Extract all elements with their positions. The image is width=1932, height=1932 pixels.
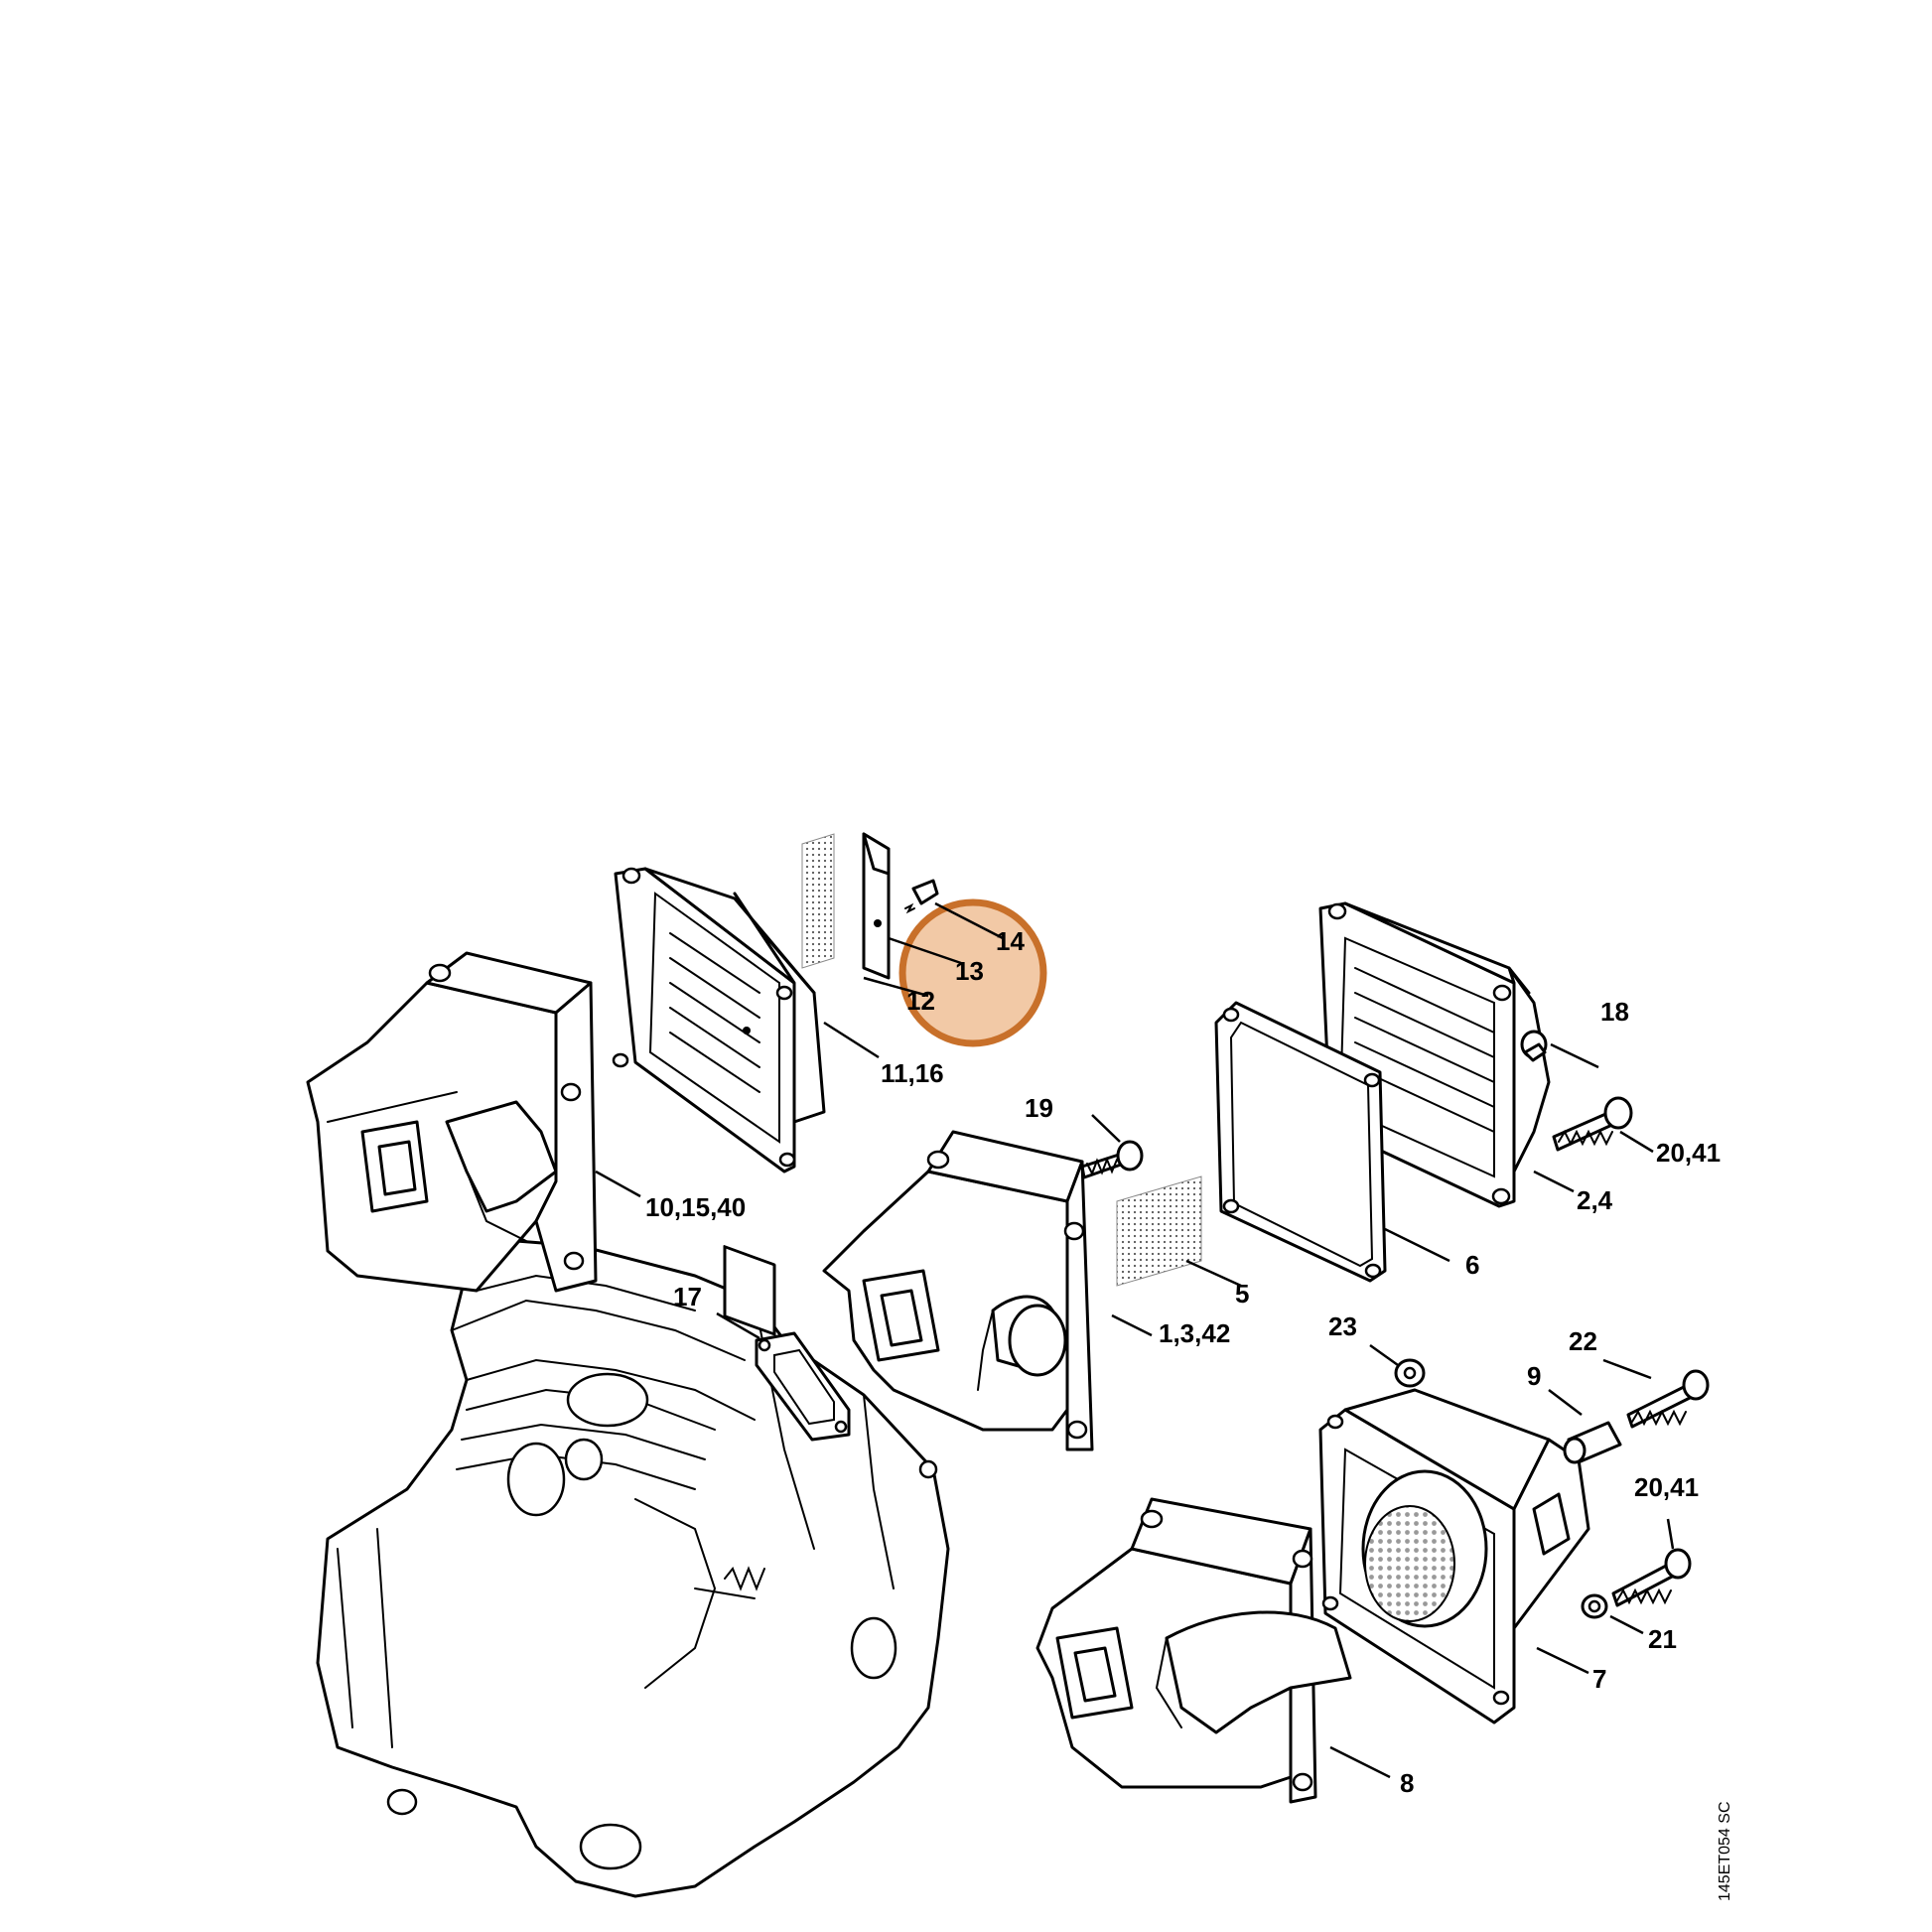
leader-20-41-b <box>1666 1518 1675 1550</box>
screw-19 <box>1080 1140 1144 1179</box>
callout-labels: 14 13 12 11,16 10,15,40 19 18 20,41 2,4 … <box>645 926 1721 1798</box>
screw-14 <box>904 879 939 914</box>
callout-20-41-a: 20,41 <box>1656 1138 1721 1168</box>
leader-5 <box>1185 1259 1242 1288</box>
callout-2-4: 2,4 <box>1577 1185 1613 1215</box>
callout-7: 7 <box>1592 1664 1606 1694</box>
gasket-6 <box>1214 1001 1387 1283</box>
spark-arrestor-screen-13 <box>801 833 835 969</box>
callout-12: 12 <box>906 986 935 1016</box>
muffler-housing-10-15-40 <box>306 951 598 1293</box>
cover-plate-11-16 <box>612 867 826 1336</box>
callout-14: 14 <box>996 926 1025 956</box>
spacer-9 <box>1563 1421 1622 1464</box>
callout-6: 6 <box>1465 1250 1479 1280</box>
leader-9 <box>1548 1389 1583 1416</box>
callout-22: 22 <box>1569 1326 1597 1356</box>
bolt-20-41-top <box>1552 1096 1633 1152</box>
baffle-12 <box>862 832 891 980</box>
callout-17: 17 <box>673 1282 702 1311</box>
catalog-code: 145ET054 SC <box>1717 1801 1733 1901</box>
callout-10-15-40: 10,15,40 <box>645 1192 746 1222</box>
highlight-circle <box>898 898 1047 1047</box>
callout-5: 5 <box>1235 1279 1249 1309</box>
leader-12 <box>863 976 929 998</box>
leader-1-3-42 <box>1111 1313 1153 1337</box>
leader-20-41-a <box>1619 1130 1654 1154</box>
leader-lines <box>595 901 1675 1779</box>
callout-9: 9 <box>1527 1361 1541 1391</box>
leader-10-15-40 <box>595 1170 641 1198</box>
screen-5 <box>1116 1175 1202 1287</box>
leader-22 <box>1602 1358 1652 1380</box>
washer-21 <box>1581 1593 1608 1619</box>
catalyst-housing-7 <box>1318 1388 1590 1725</box>
leader-14 <box>934 901 1004 940</box>
callout-11-16: 11,16 <box>881 1058 944 1088</box>
bolt-22 <box>1626 1369 1710 1429</box>
callout-13: 13 <box>955 956 984 986</box>
bolt-20-41-bottom <box>1611 1548 1692 1607</box>
callout-23: 23 <box>1328 1311 1357 1341</box>
leader-21 <box>1609 1614 1644 1635</box>
leader-11-16 <box>823 1021 880 1059</box>
callout-19: 19 <box>1025 1093 1053 1123</box>
leader-13 <box>888 936 962 965</box>
callout-18: 18 <box>1600 997 1629 1027</box>
nut-23 <box>1394 1358 1426 1388</box>
leader-8 <box>1329 1745 1391 1779</box>
leader-2-4 <box>1533 1170 1575 1193</box>
callout-21: 21 <box>1648 1624 1677 1654</box>
leader-18 <box>1550 1042 1599 1069</box>
callout-1-3-42: 1,3,42 <box>1159 1318 1230 1348</box>
screw-18 <box>1520 1030 1548 1062</box>
leader-7 <box>1536 1646 1589 1675</box>
muffler-8 <box>1035 1497 1352 1804</box>
gasket-17 <box>755 1331 851 1442</box>
leader-6 <box>1384 1227 1450 1263</box>
muffler-1-3-42 <box>822 1130 1094 1451</box>
callout-20-41-b: 20,41 <box>1634 1472 1699 1502</box>
leader-17 <box>716 1311 760 1340</box>
leader-19 <box>1091 1114 1121 1143</box>
callout-8: 8 <box>1400 1768 1414 1798</box>
leader-23 <box>1369 1343 1399 1367</box>
